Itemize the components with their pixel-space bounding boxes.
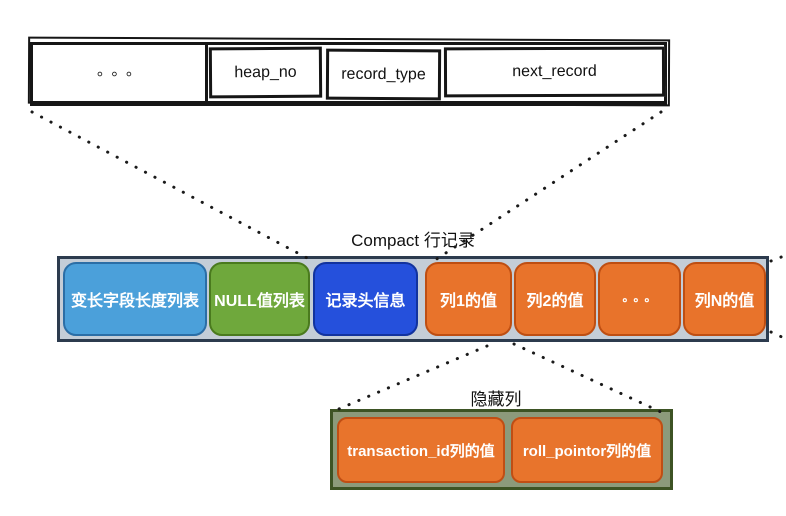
segment-label: 列N的值 xyxy=(694,293,755,310)
next-record-label: next_record xyxy=(512,62,597,81)
segment-roll-pointor-value: roll_pointor列的值 xyxy=(511,417,663,483)
heap-no-label: heap_no xyxy=(234,63,297,81)
segment-label: 。。。 xyxy=(622,289,662,304)
record-header-detail-box: 。。。 heap_no record_type next_record xyxy=(30,42,667,106)
segment-transaction-id-value: transaction_id列的值 xyxy=(337,417,505,483)
next-record-cell: next_record xyxy=(443,46,666,98)
segment-label: 记录头信息 xyxy=(325,293,406,310)
segment-label: 列2的值 xyxy=(526,293,584,310)
segment-label: roll_pointor列的值 xyxy=(522,442,652,460)
bar-continuation-dots-bottom xyxy=(769,330,786,340)
segment-column-2-value: 列2的值 xyxy=(514,262,596,336)
segment-column-n-value: 列N的值 xyxy=(683,262,766,336)
bar-continuation-dots-top xyxy=(769,254,786,263)
compact-row-title: Compact 行记录 xyxy=(351,231,475,250)
segment-label: transaction_id列的值 xyxy=(347,442,495,460)
hidden-columns-title: 隐藏列 xyxy=(470,390,522,409)
heap-no-cell: heap_no xyxy=(208,46,323,99)
header-ellipsis-cell: 。。。 xyxy=(33,45,205,101)
header-ellipsis-label: 。。。 xyxy=(96,61,148,79)
segment-ellipsis: 。。。 xyxy=(598,262,681,336)
record-type-cell: record_type xyxy=(325,48,442,101)
segment-label: 变长字段长度列表 xyxy=(70,293,199,310)
compact-row-bar: 变长字段长度列表 NULL值列表 记录头信息 列1的值 列2的值 。。。 列N的… xyxy=(57,256,769,342)
connector-header-left xyxy=(30,110,311,261)
segment-label: NULL值列表 xyxy=(214,293,305,310)
segment-variable-length-list: 变长字段长度列表 xyxy=(63,262,207,336)
segment-label: 列1的值 xyxy=(440,293,497,310)
segment-column-1-value: 列1的值 xyxy=(425,262,512,336)
hidden-columns-box: transaction_id列的值 roll_pointor列的值 xyxy=(330,409,673,490)
header-cell-divider xyxy=(205,44,208,102)
segment-null-list: NULL值列表 xyxy=(209,262,310,336)
record-type-label: record_type xyxy=(341,65,426,83)
segment-record-header-info: 记录头信息 xyxy=(313,262,418,336)
